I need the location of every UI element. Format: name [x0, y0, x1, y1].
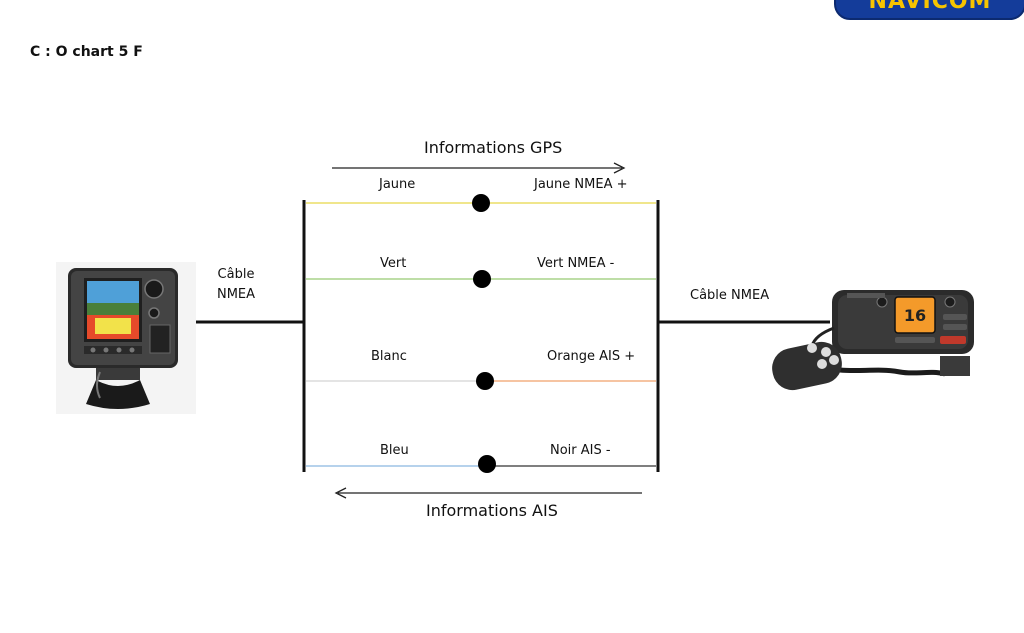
junction-dot — [473, 270, 491, 288]
gps-arrow-head — [613, 162, 626, 174]
radio-channel-display: 16 — [904, 306, 926, 325]
wire-label-vert: Vert — [380, 256, 407, 271]
right-cable-label: Câble NMEA — [690, 288, 770, 303]
wire-label-bleu: Bleu — [380, 443, 409, 458]
chartplotter-device — [56, 262, 196, 414]
ais-info-label: Informations AIS — [426, 501, 558, 520]
junction-dot — [472, 194, 490, 212]
diagram-title: C : O chart 5 F — [30, 44, 143, 60]
left-cable-label-line2: NMEA — [216, 287, 256, 302]
wire-label-blanc: Blanc — [371, 349, 407, 364]
vhf-radio-device: 16 — [772, 290, 974, 391]
ais-arrow-head — [334, 487, 347, 499]
junction-dot — [478, 455, 496, 473]
wire-label-jaune: Jaune — [379, 177, 416, 192]
logo-text: NAVICOM — [868, 0, 992, 14]
wire-label-vert-nmea-minus: Vert NMEA - — [537, 256, 615, 271]
wire-label-orange-ais-plus: Orange AIS + — [547, 349, 636, 364]
left-cable-label-line1: Câble — [217, 267, 255, 282]
navicom-logo: NAVICOM — [834, 0, 1024, 20]
gps-info-label: Informations GPS — [424, 138, 563, 157]
wire-label-noir-ais-minus: Noir AIS - — [550, 443, 611, 458]
junction-dot — [476, 372, 494, 390]
wire-label-jaune-nmea-plus: Jaune NMEA + — [534, 177, 628, 192]
